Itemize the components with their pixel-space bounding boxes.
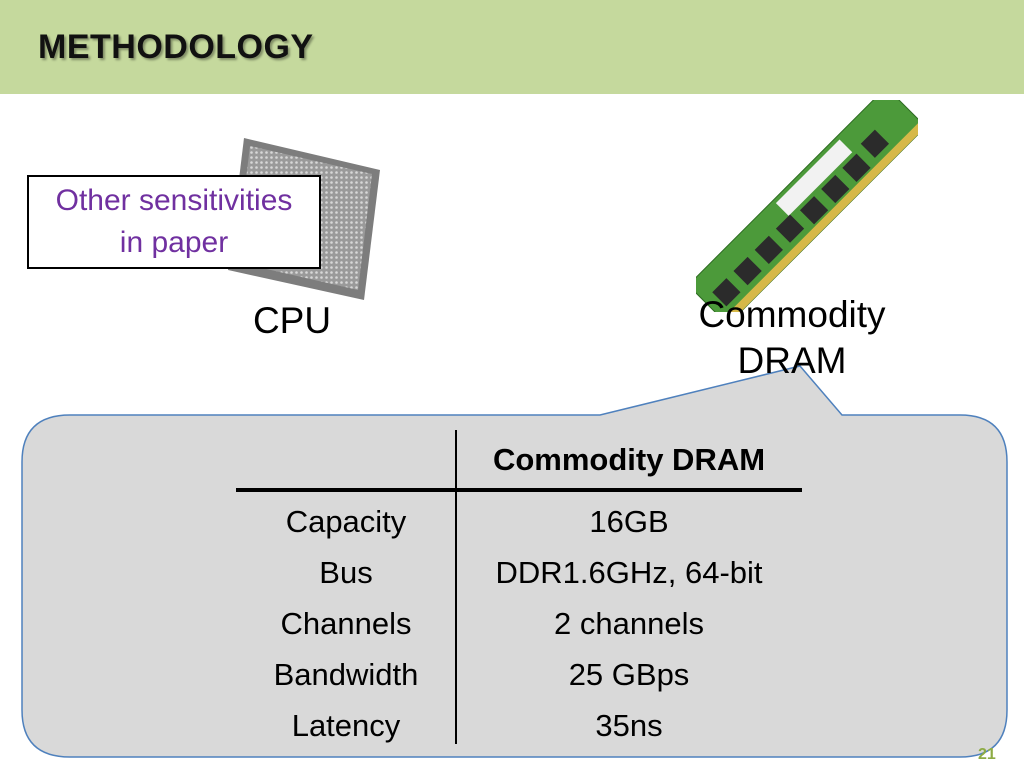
table-header-row: Commodity DRAM [236, 430, 802, 492]
table-row: Bandwidth 25 GBps [236, 649, 802, 700]
callout-line-2: in paper [119, 226, 229, 259]
row-value: 2 channels [554, 605, 704, 641]
slide-title: METHODOLOGY [38, 28, 314, 66]
table-row: Channels 2 channels [236, 598, 802, 649]
callout-box: Other sensitivities in paper [27, 175, 321, 269]
page-number: 21 [978, 746, 996, 763]
table-column-divider [455, 430, 457, 744]
row-value: DDR1.6GHz, 64-bit [495, 554, 763, 590]
dram-module-image [696, 100, 918, 312]
row-value: 25 GBps [568, 656, 690, 692]
title-bar [0, 0, 1024, 94]
callout-line-1: Other sensitivities [55, 184, 293, 217]
row-label: Bus [319, 554, 373, 590]
dram-label: Commodity DRAM [672, 292, 912, 384]
table-header: Commodity DRAM [492, 442, 766, 477]
row-label: Capacity [285, 503, 407, 539]
table-row: Bus DDR1.6GHz, 64-bit [236, 547, 802, 598]
header-empty-cell [236, 430, 456, 488]
dram-label-line-2: DRAM [737, 340, 847, 381]
cpu-label: CPU [252, 300, 332, 341]
row-value: 16GB [589, 503, 669, 539]
row-value: 35ns [595, 707, 663, 743]
table-row: Latency 35ns [236, 700, 802, 751]
row-label: Channels [280, 605, 412, 641]
dram-label-line-1: Commodity [698, 294, 886, 335]
table-row: Capacity 16GB [236, 496, 802, 547]
row-label: Latency [291, 707, 401, 743]
row-label: Bandwidth [273, 656, 419, 692]
spec-table: Commodity DRAM Capacity 16GB Bus DDR1.6G… [236, 430, 802, 751]
